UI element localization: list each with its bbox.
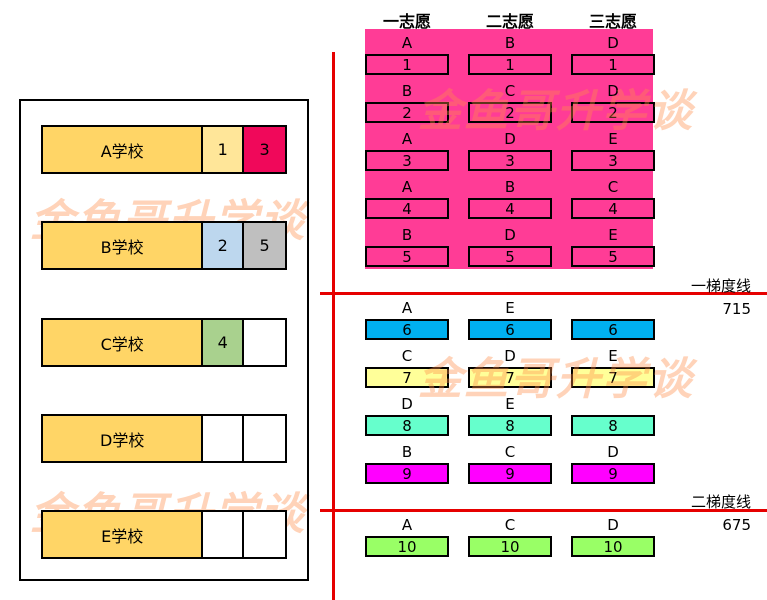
student-rank-box: 1: [571, 54, 655, 75]
choice-label: B: [504, 178, 516, 196]
student-rank-box: 3: [365, 150, 449, 171]
student-rank-box: 10: [468, 536, 552, 557]
student-rank-box: 2: [365, 102, 449, 123]
student-rank-box: 10: [571, 536, 655, 557]
choice-label: A: [401, 34, 413, 52]
school-name: A学校: [43, 127, 204, 172]
tier-line-2: [320, 509, 767, 512]
student-rank-box: 6: [365, 319, 449, 340]
student-rank-box: 9: [468, 463, 552, 484]
student-rank-box: 5: [365, 246, 449, 267]
choice-label: E: [608, 226, 618, 244]
vertical-divider: [332, 52, 335, 600]
choice-label: D: [607, 443, 619, 461]
school-name: C学校: [43, 320, 204, 365]
tier-1-score: 715: [722, 300, 751, 318]
student-rank-box: 9: [365, 463, 449, 484]
choice-label: C: [401, 347, 413, 365]
student-rank-box: 10: [365, 536, 449, 557]
student-rank-box: 4: [365, 198, 449, 219]
student-rank-box: 1: [365, 54, 449, 75]
choice-label: C: [504, 443, 516, 461]
school-slot-2: [244, 320, 285, 365]
choice-label: C: [607, 178, 619, 196]
school-slot-1: 1: [203, 127, 245, 172]
school-name: E学校: [43, 512, 204, 557]
school-slot-1: 2: [203, 223, 245, 268]
choice-label: D: [607, 82, 619, 100]
student-rank-box: 3: [468, 150, 552, 171]
tier-line-1: [320, 292, 767, 295]
tier-2-label: 二梯度线: [690, 493, 751, 511]
choice-label: D: [401, 395, 413, 413]
student-rank-box: 8: [468, 415, 552, 436]
school-panel: [19, 99, 309, 581]
choice-label: B: [401, 82, 413, 100]
choice-label: A: [401, 516, 413, 534]
school-name: D学校: [43, 416, 204, 461]
school-slot-1: 4: [203, 320, 245, 365]
header-choice-1: 一志愿: [382, 12, 431, 31]
choice-label: D: [607, 516, 619, 534]
school-slot-2: [244, 416, 285, 461]
school-row: E学校: [41, 510, 287, 559]
student-rank-box: 4: [571, 198, 655, 219]
tier-2-score: 675: [722, 516, 751, 534]
student-rank-box: 1: [468, 54, 552, 75]
student-rank-box: 5: [468, 246, 552, 267]
choice-label: B: [504, 34, 516, 52]
choice-label: A: [401, 130, 413, 148]
choice-label: C: [504, 516, 516, 534]
choice-label: D: [504, 130, 516, 148]
choice-label: B: [401, 443, 413, 461]
student-rank-box: 2: [571, 102, 655, 123]
school-slot-2: 3: [244, 127, 285, 172]
student-rank-box: 9: [571, 463, 655, 484]
choice-label: E: [608, 347, 618, 365]
school-slot-1: [203, 512, 245, 557]
header-choice-2: 二志愿: [485, 12, 534, 31]
choice-label: E: [608, 130, 618, 148]
student-rank-box: 7: [571, 367, 655, 388]
school-slot-2: 5: [244, 223, 285, 268]
header-choice-3: 三志愿: [588, 12, 637, 31]
choice-label: B: [401, 226, 413, 244]
student-rank-box: 7: [468, 367, 552, 388]
student-rank-box: 6: [468, 319, 552, 340]
choice-label: E: [505, 299, 515, 317]
student-rank-box: 4: [468, 198, 552, 219]
choice-label: D: [607, 34, 619, 52]
student-rank-box: 3: [571, 150, 655, 171]
student-rank-box: 8: [365, 415, 449, 436]
choice-label: C: [504, 82, 516, 100]
choice-label: D: [504, 347, 516, 365]
school-name: B学校: [43, 223, 204, 268]
school-row: D学校: [41, 414, 287, 463]
choice-label: A: [401, 178, 413, 196]
student-rank-box: 8: [571, 415, 655, 436]
student-rank-box: 7: [365, 367, 449, 388]
school-slot-2: [244, 512, 285, 557]
student-rank-box: 2: [468, 102, 552, 123]
student-rank-box: 5: [571, 246, 655, 267]
choice-label: E: [505, 395, 515, 413]
tier-1-label: 一梯度线: [690, 277, 751, 295]
student-rank-box: 6: [571, 319, 655, 340]
choice-label: A: [401, 299, 413, 317]
choice-label: D: [504, 226, 516, 244]
school-slot-1: [203, 416, 245, 461]
